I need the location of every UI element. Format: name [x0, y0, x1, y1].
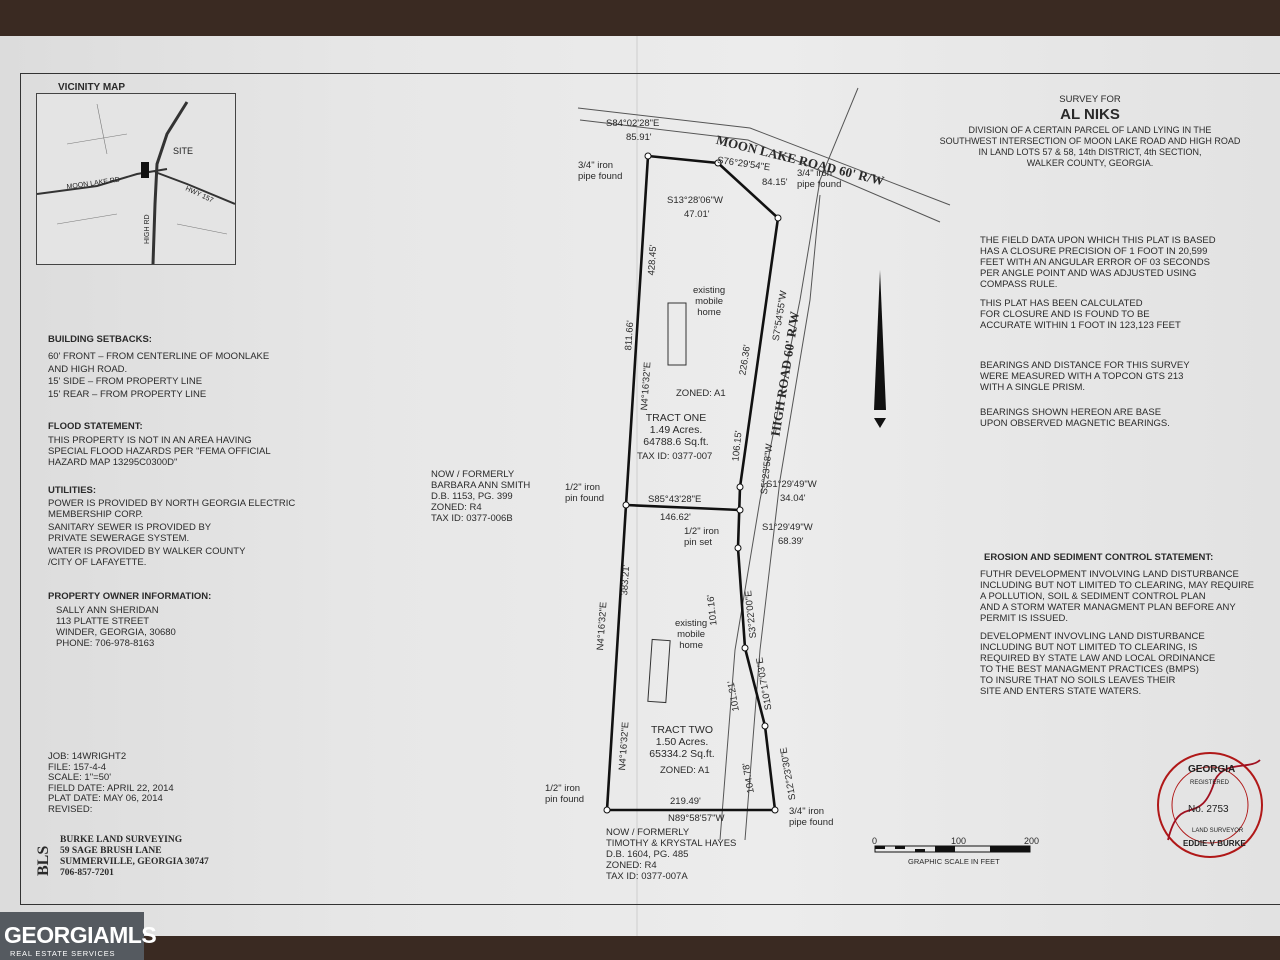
sewer-text: SANITARY SEWER IS PROVIDED BY PRIVATE SE… [48, 522, 212, 544]
scale-100: 100 [951, 836, 967, 846]
tract-one-label: TRACT ONE 1.49 Acres. 64788.6 Sq.ft. [643, 412, 709, 448]
georgia-mls-logo: GEORGIAMLS REAL ESTATE SERVICES [0, 912, 157, 960]
top-west-distance: 85.91' [626, 132, 652, 143]
seal-land-surveyor: LAND SURVEYOR [1192, 828, 1244, 834]
property-boundary [605, 154, 780, 812]
owner-info: SALLY ANN SHERIDAN 113 PLATTE STREET WIN… [56, 605, 176, 649]
mobile-home-1 [667, 302, 687, 366]
tract-one-zoning: ZONED: A1 [676, 388, 726, 399]
south-distance: 219.49' [670, 796, 701, 807]
scale-zero: 0 [872, 836, 878, 846]
seal-name: EDDIE V BURKE [1183, 839, 1246, 848]
parcel-description: DIVISION OF A CERTAIN PARCEL OF LAND LYI… [939, 125, 1241, 168]
mobile-home-1-label: existing mobile home [693, 285, 726, 318]
mobile-home-2-label: existing mobile home [675, 618, 708, 651]
north-arrow [874, 270, 886, 410]
s13-distance: 47.01' [684, 209, 710, 220]
west-pin-label: 1/2" iron pin found [565, 482, 605, 504]
nw-pipe-label: 3/4" iron pipe found [578, 160, 623, 182]
tract-two-zoning: ZONED: A1 [660, 765, 710, 776]
s1-bearing-b: S1°29'49"W [762, 522, 813, 533]
utilities-title: UTILITIES: [48, 485, 97, 496]
surveying-firm: BURKE LAND SURVEYING 59 SAGE BRUSH LANE … [60, 835, 209, 878]
scale-caption: GRAPHIC SCALE IN FEET [908, 857, 1000, 866]
scale-200: 200 [1024, 836, 1040, 846]
water-text: WATER IS PROVIDED BY WALKER COUNTY /CITY… [48, 546, 246, 568]
survey-for-label: SURVEY FOR [1059, 94, 1121, 105]
calculated-note: THIS PLAT HAS BEEN CALCULATED FOR CLOSUR… [980, 298, 1181, 331]
south-adjoiner: NOW / FORMERLY TIMOTHY & KRYSTAL HAYES D… [606, 827, 737, 882]
tract-division-line [625, 503, 741, 512]
tract-two-label: TRACT TWO 1.50 Acres. 65334.2 Sq.ft. [649, 724, 715, 760]
s13-bearing: S13°28'06"W [667, 195, 723, 206]
graphic-scale [874, 845, 1031, 853]
logo-subtitle: REAL ESTATE SERVICES [10, 949, 116, 958]
sw-pin-label: 1/2" iron pin found [545, 783, 585, 805]
vicinity-site-label: SITE [173, 146, 193, 156]
job-info: JOB: 14WRIGHT2 FILE: 157-4-4 SCALE: 1"=5… [48, 751, 174, 815]
erosion-title: EROSION AND SEDIMENT CONTROL STATEMENT: [984, 552, 1214, 563]
pin-set-label: 1/2" iron pin set [684, 526, 720, 548]
flood-text: THIS PROPERTY IS NOT IN AN AREA HAVING S… [48, 435, 271, 468]
paper-fold [636, 36, 638, 936]
tract-one-tax-id: TAX ID: 0377-007 [637, 451, 713, 462]
division-distance: 146.62' [660, 512, 691, 523]
s1-bearing-a: S1°29'49"W [766, 479, 817, 490]
instrument-note: BEARINGS AND DISTANCE FOR THIS SURVEY WE… [980, 360, 1190, 393]
vicinity-high-rd-label: HIGH RD [144, 214, 151, 244]
bearings-note: BEARINGS SHOWN HEREON ARE BASE UPON OBSE… [980, 407, 1170, 429]
s1-distance-b: 68.39' [778, 536, 804, 547]
vicinity-map-title: VICINITY MAP [58, 82, 126, 93]
vicinity-map-drawing: SITE MOON LAKE RD HWY 157 HIGH RD [37, 101, 235, 264]
closure-note: THE FIELD DATA UPON WHICH THIS PLAT IS B… [980, 235, 1216, 290]
se-pipe-label: 3/4" iron pipe found [789, 806, 834, 828]
division-bearing: S85°43'28"E [648, 494, 702, 505]
logo-name: GEORGIAMLS [4, 922, 157, 948]
seal-state: GEORGIA [1188, 764, 1235, 775]
ne-pipe-label: 3/4" iron pipe found [797, 168, 842, 190]
client-name: AL NIKS [1060, 106, 1120, 123]
power-text: POWER IS PROVIDED BY NORTH GEORGIA ELECT… [48, 498, 296, 520]
setbacks-title: BUILDING SETBACKS: [48, 334, 152, 345]
surveyor-seal [1157, 752, 1263, 858]
top-east-distance: 84.15' [762, 177, 788, 188]
owner-title: PROPERTY OWNER INFORMATION: [48, 591, 212, 602]
seal-registered: REGISTERED [1190, 780, 1230, 786]
mobile-home-2 [647, 638, 671, 704]
drawing-border [20, 73, 1280, 905]
seal-number: No. 2753 [1188, 804, 1229, 815]
erosion-note-1: FUTHR DEVELOPMENT INVOLVING LAND DISTURB… [980, 569, 1254, 624]
west-adjoiner: NOW / FORMERLY BARBARA ANN SMITH D.B. 11… [431, 469, 531, 524]
s1-distance-a: 34.04' [780, 493, 806, 504]
vicinity-map: SITE MOON LAKE RD HWY 157 HIGH RD [36, 93, 236, 265]
erosion-note-2: DEVELOPMENT INVOVLING LAND DISTURBANCE I… [980, 631, 1216, 697]
flood-title: FLOOD STATEMENT: [48, 421, 143, 432]
setbacks-text: 60' FRONT – FROM CENTERLINE OF MOONLAKE … [48, 351, 270, 400]
south-bearing: N89°58'57"W [668, 813, 725, 824]
top-west-bearing: S84°02'28"E [606, 118, 660, 129]
